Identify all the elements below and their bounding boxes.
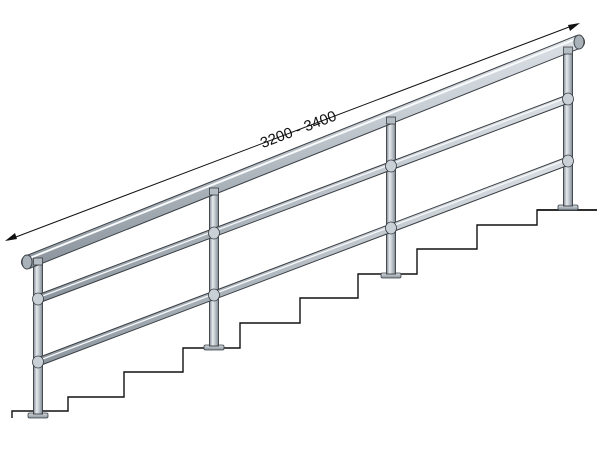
base-plates — [27, 204, 579, 419]
connector — [562, 154, 574, 168]
lower-rails — [33, 94, 573, 367]
post — [386, 121, 396, 275]
connector — [32, 292, 44, 306]
post-saddle — [563, 46, 573, 55]
middle-rail-highlight — [39, 97, 567, 298]
rail-connectors — [32, 92, 574, 369]
post — [563, 51, 573, 207]
post-saddle — [33, 257, 43, 266]
post-saddles — [33, 46, 573, 266]
post — [209, 191, 219, 347]
connector — [385, 159, 397, 173]
connector — [32, 355, 44, 369]
handrail-end-cap — [21, 254, 33, 270]
post-saddle — [209, 187, 219, 196]
post — [33, 261, 43, 415]
dimension-arrow-right — [568, 23, 580, 31]
connector — [208, 226, 220, 240]
dimension-arrow-left — [5, 233, 17, 241]
connector — [562, 92, 574, 106]
handrail — [21, 34, 585, 270]
post-saddle — [386, 116, 396, 125]
connector — [208, 288, 220, 302]
staircase-outline — [11, 209, 597, 418]
connector — [385, 221, 397, 235]
bottom-rail-fill — [34, 157, 572, 366]
handrail-fill — [22, 36, 584, 268]
handrail-highlight — [29, 38, 577, 259]
bottom-rail-highlight — [39, 159, 567, 361]
middle-rail-fill — [34, 95, 572, 303]
handrail-end-cap — [573, 34, 585, 50]
dimension-line: 3200 - 3400 — [5, 23, 580, 241]
